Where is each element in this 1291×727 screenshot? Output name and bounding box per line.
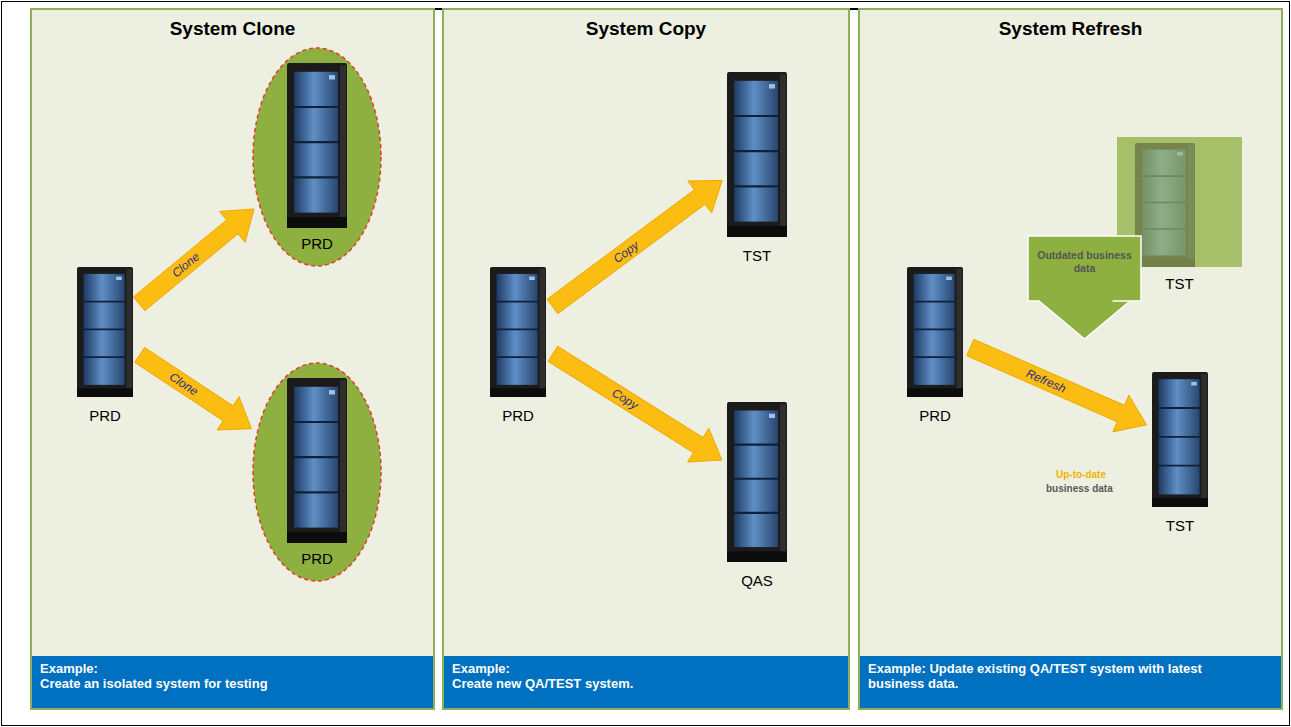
example-band: Example: Update existing QA/TEST system … <box>860 656 1281 708</box>
server: TST <box>1152 372 1208 534</box>
arrow-text: Outdated business data <box>1035 249 1134 275</box>
server-label: TST <box>1117 275 1242 292</box>
block-arrow <box>133 209 254 311</box>
example-text: Create new QA/TEST system. <box>452 676 840 691</box>
panel: System CopyExample:Create new QA/TEST sy… <box>442 8 850 710</box>
server: TST <box>727 72 787 264</box>
example-text: Example: <box>452 661 840 676</box>
server-icon <box>1135 143 1195 267</box>
note-label-wrap: business data <box>1046 483 1113 494</box>
server: PRD <box>907 267 963 424</box>
server-label: PRD <box>57 407 153 424</box>
server-label: TST <box>1132 517 1228 534</box>
panel-title: System Clone <box>32 18 433 40</box>
server-label: PRD <box>252 235 382 252</box>
server-icon <box>727 72 787 237</box>
outdated-arrow: Outdated business data <box>1027 235 1142 340</box>
server: QAS <box>727 402 787 589</box>
example-text: Example: <box>40 661 425 676</box>
example-band: Example:Create an isolated system for te… <box>32 656 433 708</box>
server-label: PRD <box>252 550 382 567</box>
server-label: PRD <box>887 407 983 424</box>
block-arrow <box>547 180 722 313</box>
clone-server: PRD <box>252 47 382 267</box>
panel-title: System Copy <box>444 18 848 40</box>
panel: System CloneExample:Create an isolated s… <box>30 8 435 710</box>
server-icon <box>1152 372 1208 507</box>
example-band: Example:Create new QA/TEST system. <box>444 656 848 708</box>
clone-server: PRD <box>252 362 382 582</box>
server-icon <box>77 267 133 397</box>
server-icon <box>287 378 347 543</box>
arrow-label-wrap: Refresh <box>1024 366 1068 396</box>
server-label: TST <box>707 247 807 264</box>
server-label: PRD <box>470 407 566 424</box>
server-label: QAS <box>707 572 807 589</box>
panel-title: System Refresh <box>860 18 1281 40</box>
server-icon <box>490 267 546 397</box>
arrow-label: Refresh <box>1024 366 1068 396</box>
server-icon <box>287 63 347 228</box>
server-icon <box>907 267 963 397</box>
block-arrow <box>135 347 252 430</box>
note-label: Up-to-date <box>1056 469 1106 480</box>
server: PRD <box>77 267 133 424</box>
server-icon <box>727 402 787 562</box>
block-arrow <box>548 346 722 462</box>
example-text: Example: Update existing QA/TEST system … <box>868 661 1203 691</box>
server: PRD <box>490 267 546 424</box>
note-label: business data <box>1046 483 1113 494</box>
example-text: Create an isolated system for testing <box>40 676 425 691</box>
note-label-wrap: Up-to-date <box>1056 469 1106 480</box>
block-arrow <box>967 339 1147 432</box>
panel: System RefreshExample: Update existing Q… <box>858 8 1283 710</box>
